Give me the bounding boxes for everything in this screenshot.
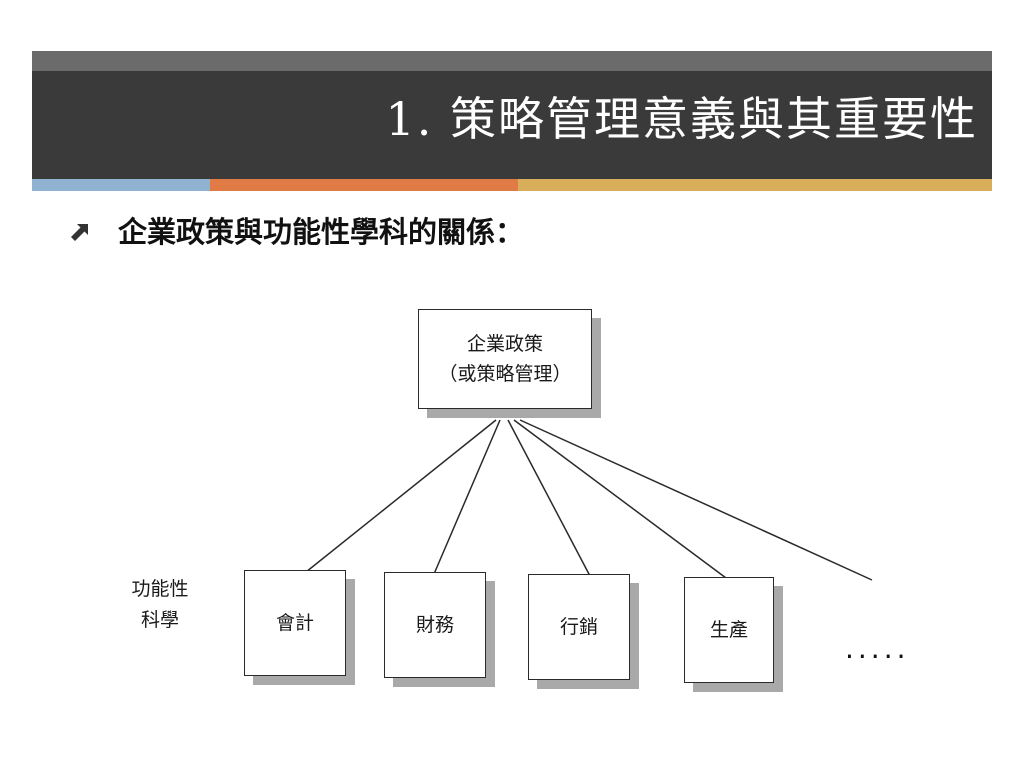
slide-title: 1. 策略管理意義與其重要性 bbox=[385, 92, 978, 146]
child-label: 生產 bbox=[709, 619, 748, 641]
child-label: 財務 bbox=[415, 614, 454, 636]
bullet-text: 企業政策與功能性學科的關係： bbox=[118, 215, 525, 249]
root-box: 企業政策 （或策略管理） bbox=[418, 309, 592, 409]
continuation-dots: ····· bbox=[845, 640, 910, 673]
connector-line bbox=[305, 419, 497, 573]
root-label-line2: （或策略管理） bbox=[438, 363, 572, 385]
root-label-line1: 企業政策 bbox=[466, 333, 543, 355]
connector-line bbox=[507, 419, 591, 577]
child-label: 行銷 bbox=[559, 616, 598, 638]
child-box: 生產 bbox=[684, 577, 774, 683]
functional-disciplines-label: 功能性 科學 bbox=[122, 574, 198, 636]
arrow-up-right-icon bbox=[71, 224, 88, 241]
accent-bar-orange bbox=[210, 179, 518, 191]
accent-bar-blue bbox=[32, 179, 210, 191]
side-label-line1: 功能性 bbox=[131, 578, 189, 600]
connector-line bbox=[433, 419, 501, 575]
side-label-line2: 科學 bbox=[140, 609, 179, 631]
child-box: 財務 bbox=[384, 572, 486, 678]
child-box: 會計 bbox=[244, 570, 346, 676]
title-top-strip bbox=[32, 51, 992, 71]
connector-line bbox=[519, 419, 873, 581]
child-label: 會計 bbox=[275, 612, 314, 634]
title-bar: 1. 策略管理意義與其重要性 bbox=[32, 71, 992, 179]
child-box: 行銷 bbox=[528, 574, 630, 680]
connector-line bbox=[513, 419, 727, 579]
accent-bar-gold bbox=[518, 179, 992, 191]
